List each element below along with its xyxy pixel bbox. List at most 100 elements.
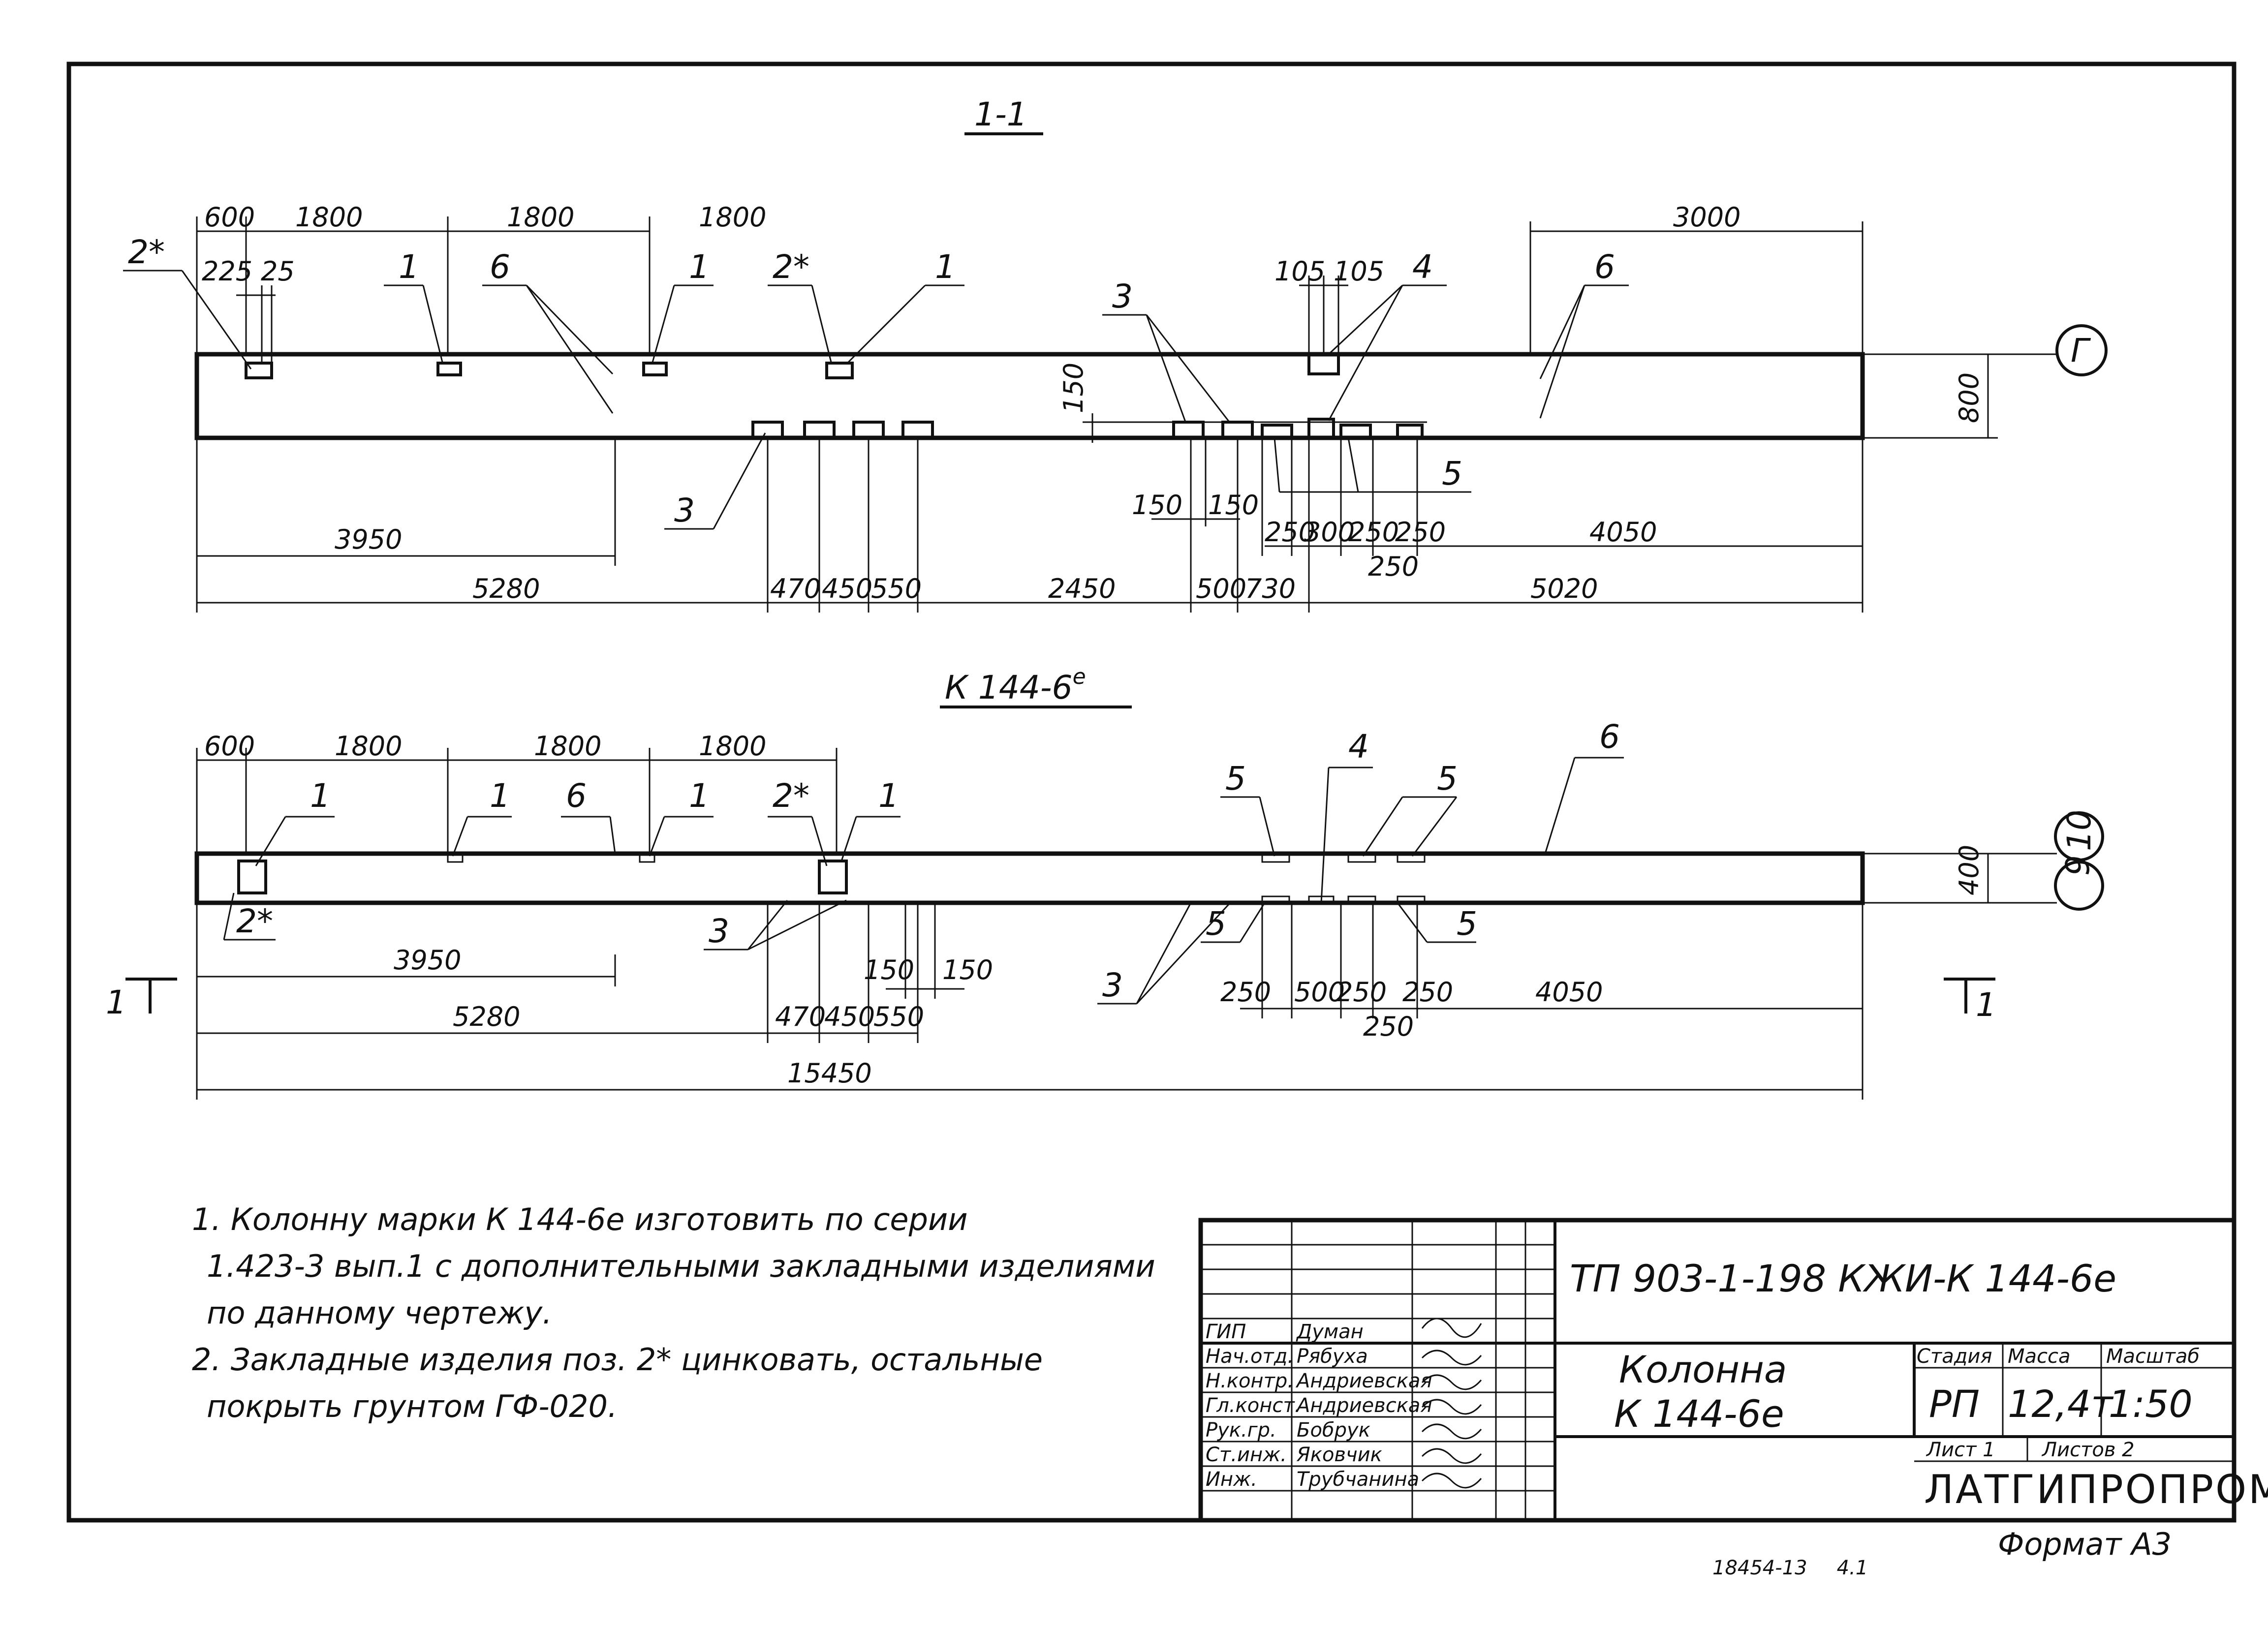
svg-text:6: 6	[566, 777, 587, 815]
svg-text:4: 4	[1412, 248, 1433, 286]
svg-text:600: 600	[204, 202, 255, 233]
svg-text:1: 1	[1976, 986, 1996, 1024]
column-beam-2	[194, 851, 1865, 905]
svg-text:2. Закладные изделия поз. 2* ц: 2. Закладные изделия поз. 2* цинковать, …	[192, 1342, 1043, 1378]
svg-text:1: 1	[310, 777, 331, 815]
svg-text:Яковчик: Яковчик	[1296, 1444, 1382, 1466]
svg-text:Андриевская: Андриевская	[1295, 1394, 1432, 1417]
svg-text:1: 1	[689, 777, 710, 815]
element-name: Колонна	[1619, 1348, 1787, 1391]
svg-text:2*: 2*	[236, 902, 273, 940]
svg-text:ГИП: ГИП	[1206, 1321, 1246, 1343]
svg-text:5: 5	[1442, 455, 1462, 492]
section-1-title: 1-1	[974, 95, 1027, 133]
svg-text:4050: 4050	[1535, 977, 1603, 1008]
svg-text:10: 10	[2060, 810, 2098, 851]
svg-text:Стадия: Стадия	[1917, 1345, 1992, 1368]
svg-text:105: 105	[1334, 256, 1384, 287]
svg-text:1.423-3 вып.1 с дополнительным: 1.423-3 вып.1 с дополнительными закладны…	[207, 1248, 1155, 1284]
svg-text:2*: 2*	[128, 233, 165, 271]
svg-text:К 144-6е: К 144-6е	[1614, 1392, 1784, 1436]
svg-text:250: 250	[1402, 977, 1453, 1008]
svg-text:3: 3	[709, 912, 729, 950]
svg-text:4: 4	[1348, 728, 1369, 766]
svg-text:500: 500	[1294, 977, 1345, 1008]
svg-text:600: 600	[204, 731, 255, 762]
svg-text:150: 150	[864, 954, 914, 985]
svg-text:Листов 2: Листов 2	[2041, 1439, 2135, 1461]
svg-text:1: 1	[399, 248, 419, 286]
svg-text:550: 550	[873, 1001, 924, 1032]
svg-text:Н.контр.: Н.контр.	[1206, 1370, 1294, 1392]
svg-text:12,4т: 12,4т	[2008, 1382, 2114, 1426]
svg-text:450: 450	[822, 573, 872, 604]
general-notes: 1. Колонну марки К 144-6е изготовить по …	[192, 1201, 1155, 1424]
svg-text:Ст.инж.: Ст.инж.	[1206, 1444, 1287, 1466]
svg-text:4050: 4050	[1589, 517, 1657, 548]
svg-text:3: 3	[1102, 966, 1123, 1004]
svg-text:25: 25	[261, 256, 295, 287]
svg-text:1800: 1800	[295, 202, 363, 233]
svg-text:2*: 2*	[773, 777, 809, 815]
section-1-1: 1-1 600 1800 1800 1800 225 25	[123, 95, 2108, 613]
svg-text:1: 1	[689, 248, 710, 286]
svg-text:Гл.конст.: Гл.конст.	[1206, 1394, 1301, 1417]
svg-text:покрыть грунтом ГФ-020.: покрыть грунтом ГФ-020.	[207, 1388, 618, 1424]
svg-text:150: 150	[1208, 490, 1259, 521]
drawing-code: ТП 903-1-198 КЖИ-К 144-6е	[1570, 1257, 2116, 1300]
section-k144: К 144-6е 600 1800 1800 1800 400 9 10	[106, 664, 2104, 1100]
svg-text:5: 5	[1457, 905, 1477, 943]
svg-text:5020: 5020	[1530, 573, 1598, 604]
svg-text:225: 225	[202, 256, 252, 287]
svg-text:Г: Г	[2071, 332, 2091, 369]
svg-text:1800: 1800	[335, 731, 402, 762]
svg-text:1: 1	[490, 777, 510, 815]
svg-text:2450: 2450	[1048, 573, 1116, 604]
svg-text:150: 150	[1132, 490, 1182, 521]
sheet-frame	[66, 61, 2237, 1523]
svg-text:550: 550	[871, 573, 922, 604]
svg-text:1. Колонну марки К 144-6е изго: 1. Колонну марки К 144-6е изготовить по …	[192, 1201, 968, 1237]
svg-text:300: 300	[1304, 517, 1355, 548]
svg-text:5280: 5280	[472, 573, 540, 604]
svg-text:1:50: 1:50	[2109, 1382, 2193, 1426]
svg-text:Рябуха: Рябуха	[1297, 1345, 1368, 1368]
svg-text:3000: 3000	[1673, 202, 1740, 233]
svg-text:2*: 2*	[773, 248, 809, 286]
svg-text:3950: 3950	[394, 945, 461, 976]
svg-text:150: 150	[942, 954, 993, 985]
svg-text:1: 1	[106, 983, 126, 1021]
axis-marker-g	[2055, 324, 2108, 376]
svg-text:105: 105	[1274, 256, 1325, 287]
svg-text:800: 800	[1954, 372, 1985, 423]
svg-text:5: 5	[1437, 760, 1458, 798]
svg-text:Андриевская: Андриевская	[1295, 1370, 1432, 1392]
svg-text:Инж.: Инж.	[1206, 1468, 1257, 1491]
organization-name: ЛАТГИПРОПРОМ	[1924, 1467, 2268, 1512]
section-2-title: К 144-6е	[945, 664, 1086, 706]
svg-text:15450: 15450	[787, 1058, 872, 1089]
svg-text:5: 5	[1225, 760, 1246, 798]
svg-text:Масса: Масса	[2008, 1345, 2071, 1368]
svg-text:РП: РП	[1929, 1382, 1980, 1426]
svg-text:5280: 5280	[453, 1001, 520, 1032]
svg-text:470: 470	[770, 573, 821, 604]
title-block: ТП 903-1-198 КЖИ-К 144-6е Колонна К 144-…	[1198, 1218, 2268, 1523]
svg-text:Трубчанина: Трубчанина	[1297, 1468, 1419, 1491]
svg-text:6: 6	[490, 248, 510, 286]
svg-text:1: 1	[878, 777, 899, 815]
svg-text:500: 500	[1196, 573, 1246, 604]
svg-text:250: 250	[1363, 1011, 1414, 1042]
column-beam-1	[194, 352, 1865, 440]
svg-text:3: 3	[674, 491, 695, 529]
svg-text:3950: 3950	[335, 524, 402, 555]
svg-text:6: 6	[1599, 718, 1620, 756]
svg-text:150: 150	[1058, 363, 1089, 413]
svg-text:6: 6	[1594, 248, 1615, 286]
svg-text:Думан: Думан	[1296, 1321, 1364, 1343]
svg-text:470: 470	[775, 1001, 826, 1032]
svg-text:250: 250	[1395, 517, 1446, 548]
svg-text:по данному чертежу.: по данному чертежу.	[207, 1295, 552, 1331]
